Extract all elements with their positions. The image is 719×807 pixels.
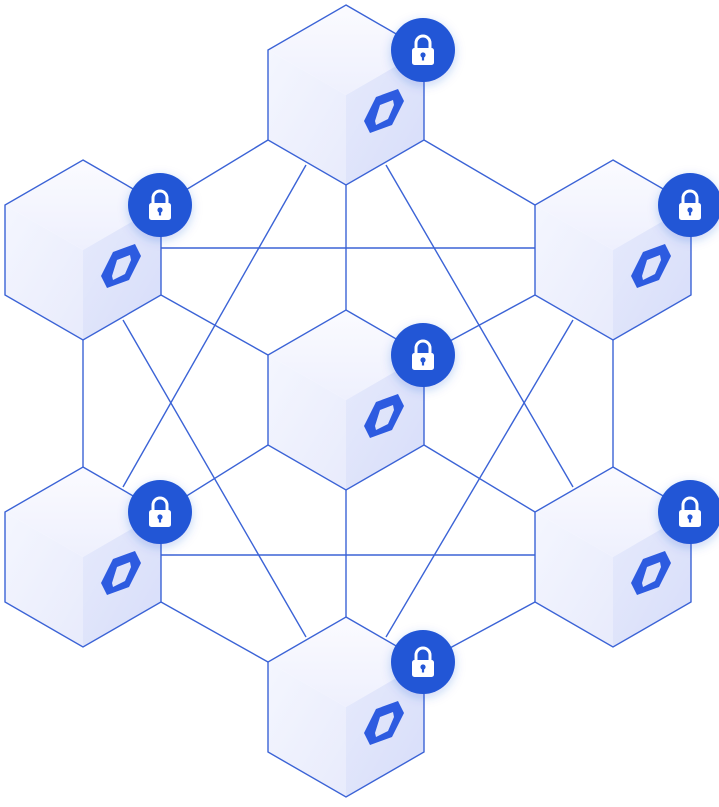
connection-lines [82,139,614,663]
connection-line-center-lower-right [423,444,536,513]
keyhole-slot [688,517,692,523]
lock-badge [391,323,455,387]
lock-shackle [414,339,432,354]
connection-line-top-upper-right [423,139,536,206]
chain-link-icon [101,244,141,288]
chain-link-icon [364,394,404,438]
network-node-upper-right [534,159,719,341]
connection-line-top-lower-right [385,164,574,488]
network-node-upper-left [4,159,192,341]
chain-link-icon [101,551,141,595]
connection-line-lower-left-bottom [160,601,269,663]
lock-shackle [414,34,432,49]
network-node-lower-left [4,466,192,648]
network-node-top [267,4,455,186]
network-node-center [267,309,455,491]
lock-badge [658,173,719,237]
keyhole-slot [421,667,425,673]
lock-badge [128,173,192,237]
connection-line-upper-left-center [160,294,269,356]
keyhole-slot [158,517,162,523]
connection-line-top-lower-left [122,164,307,488]
lock-badge [658,480,719,544]
lock-badge [391,630,455,694]
keyhole-slot [421,360,425,366]
lock-shackle [414,646,432,661]
chain-link-icon [631,244,671,288]
network-nodes [4,4,719,798]
chain-link-icon [631,551,671,595]
keyhole-slot [688,210,692,216]
network-node-lower-right [534,466,719,648]
lock-badge [128,480,192,544]
lock-badge [391,18,455,82]
chain-link-icon [364,701,404,745]
chain-link-icon [364,89,404,133]
keyhole-slot [158,210,162,216]
lock-shackle [151,496,169,511]
lock-shackle [681,189,699,204]
keyhole-slot [421,55,425,61]
network-node-bottom [267,616,455,798]
lock-shackle [151,189,169,204]
lock-shackle [681,496,699,511]
